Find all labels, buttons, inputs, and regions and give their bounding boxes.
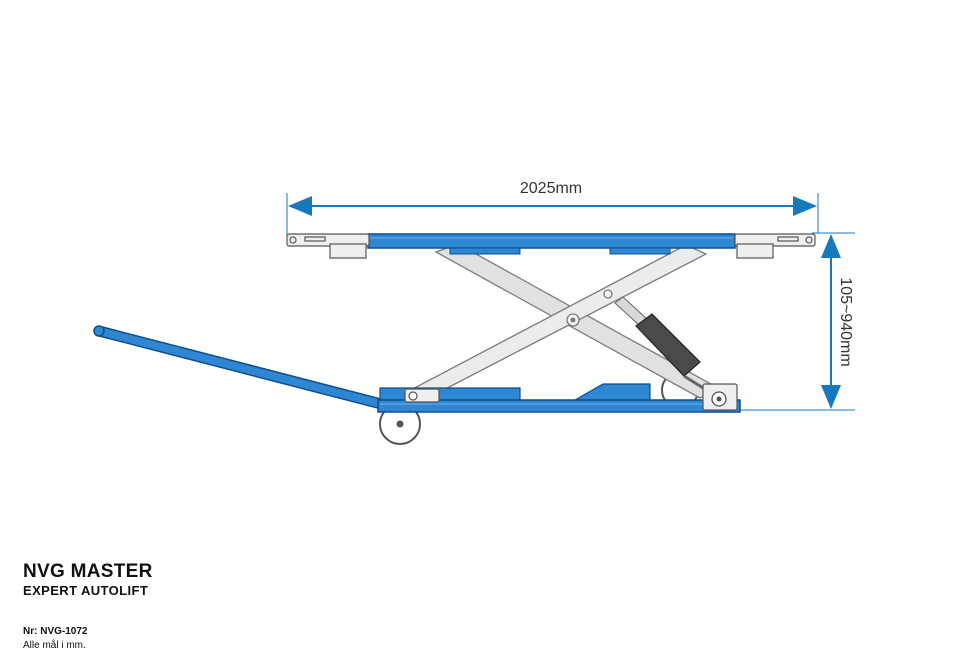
right-clamp-arm <box>734 233 816 259</box>
brand-title: NVG MASTER <box>23 561 153 582</box>
length-dimension: 2025mm <box>288 180 817 216</box>
rear-slider-block <box>702 383 738 411</box>
tow-handle <box>93 325 391 411</box>
units-note: Alle mål i mm. <box>23 640 86 651</box>
left-clamp-arm <box>286 233 370 259</box>
length-dimension-label: 2025mm <box>520 180 582 197</box>
model-number: Nr: NVG-1072 <box>23 626 88 637</box>
wheel-icon <box>379 403 421 445</box>
height-dimension: 105~940mm <box>821 234 854 409</box>
front-pivot-bracket <box>404 388 440 403</box>
scissor-arms <box>403 243 720 401</box>
brand-subtitle: EXPERT AUTOLIFT <box>23 583 149 598</box>
hydraulic-cylinder-icon <box>614 296 717 398</box>
height-dimension-label: 105~940mm <box>837 277 854 366</box>
extension-lines <box>286 193 855 411</box>
